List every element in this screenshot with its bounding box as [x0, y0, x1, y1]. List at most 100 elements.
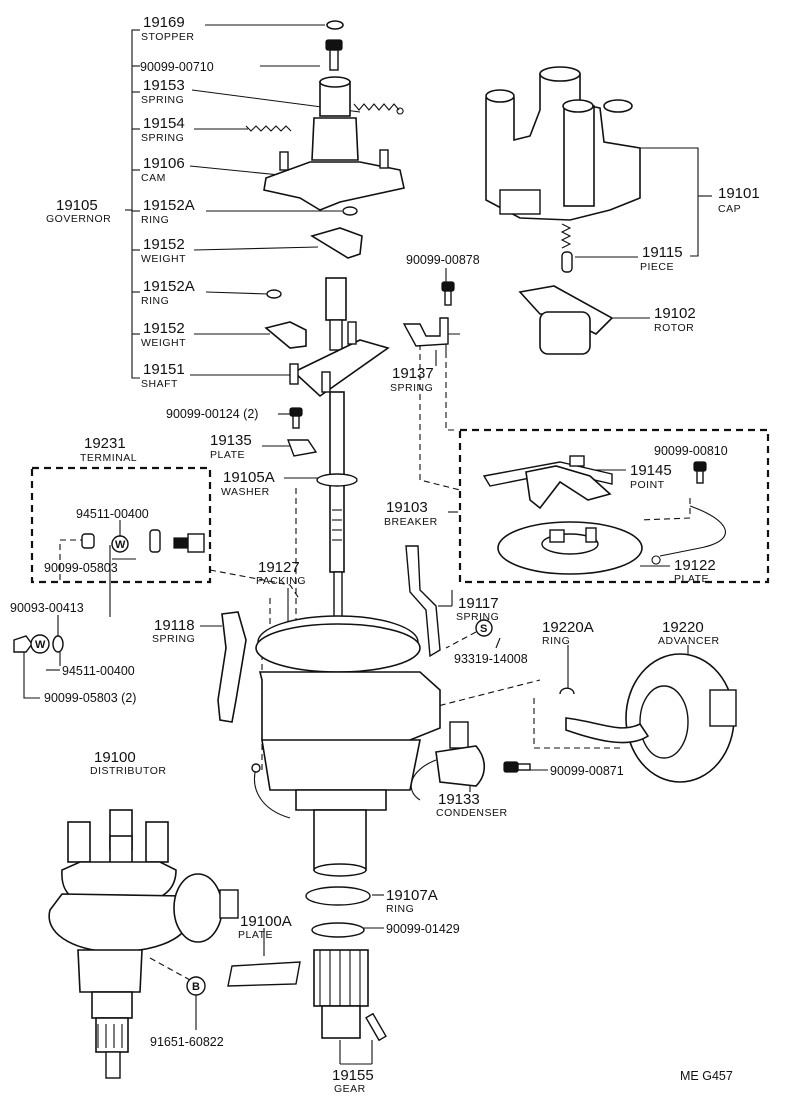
- spring-19153-part: [353, 103, 404, 115]
- label-00878-number: 90099-00878: [406, 253, 480, 267]
- gear-part: [313, 949, 387, 1042]
- label-19105-name: GOVERNOR: [46, 213, 111, 225]
- label-19153-name: SPRING: [141, 94, 184, 106]
- condenser-part: [410, 745, 486, 801]
- label-19154-name: SPRING: [141, 132, 184, 144]
- washer-00400-a-part: [111, 535, 129, 553]
- label-19105-number: 19105: [56, 197, 98, 214]
- label-05803-a-number: 90099-05803: [44, 561, 118, 575]
- label-19115-number: 19115: [642, 244, 683, 261]
- label-19118-number: 19118: [154, 617, 195, 634]
- screw-00124-part: [289, 407, 303, 429]
- label-19105a-number: 19105A: [223, 469, 275, 486]
- label-60822-number: 91651-60822: [150, 1035, 224, 1049]
- label-19152a-1-name: RING: [141, 214, 169, 226]
- washer-w-symbol-a: W: [115, 539, 126, 551]
- rotor-part: [518, 285, 614, 355]
- label-00124-number: 90099-00124 (2): [166, 407, 258, 421]
- label-19102-number: 19102: [654, 305, 696, 322]
- nut-05803-b-part: [13, 635, 33, 653]
- label-00710-number: 90099-00710: [140, 60, 214, 74]
- plate-19135-part: [286, 439, 318, 457]
- label-19117-number: 19117: [458, 595, 499, 612]
- shaft-part: [289, 277, 390, 633]
- label-19169-number: 19169: [143, 14, 185, 31]
- bolt-00413-part: [52, 635, 64, 653]
- label-19155-name: GEAR: [334, 1083, 366, 1095]
- label-19145-name: POINT: [630, 479, 665, 491]
- label-19100a-number: 19100A: [240, 913, 292, 930]
- label-19103-name: BREAKER: [384, 516, 438, 528]
- label-19118-name: SPRING: [152, 633, 195, 645]
- label-19137-name: SPRING: [390, 382, 433, 394]
- spring-19117-part: [405, 545, 441, 658]
- label-19220-number: 19220: [662, 619, 704, 636]
- label-19107a-number: 19107A: [386, 887, 438, 904]
- label-19133-number: 19133: [438, 791, 480, 808]
- label-19127-number: 19127: [258, 559, 300, 576]
- label-19231-name: TERMINAL: [80, 452, 137, 464]
- terminal-group-box: [30, 466, 212, 584]
- label-19103-number: 19103: [386, 499, 428, 516]
- label-19101-number: 19101: [718, 185, 760, 202]
- label-19100-name: DISTRIBUTOR: [90, 765, 166, 777]
- bolt-60822-part: [186, 976, 206, 996]
- label-14008-number: 93319-14008: [454, 652, 528, 666]
- screw-00710-part: [325, 39, 343, 71]
- screw-00871-part: [503, 761, 531, 773]
- label-00871-number: 90099-00871: [550, 764, 624, 778]
- housing-part: [251, 623, 469, 877]
- washer-00400-b-part: [30, 634, 50, 654]
- clip-s-symbol: S: [480, 623, 487, 635]
- label-19135-number: 19135: [210, 432, 252, 449]
- label-19152-1-name: WEIGHT: [141, 253, 186, 265]
- plate-19100a-part: [227, 961, 301, 987]
- label-05803-b-number: 90099-05803 (2): [44, 691, 136, 705]
- label-94511-b-number: 94511-00400: [62, 664, 135, 678]
- label-19122-number: 19122: [674, 557, 716, 574]
- spring-19137-part: [402, 317, 449, 347]
- weight-1-part: [310, 227, 363, 259]
- piece-part: [560, 223, 573, 273]
- ring-19220a-part: [559, 687, 575, 695]
- label-19117-name: SPRING: [456, 611, 499, 623]
- spring-19118-part: [217, 611, 247, 723]
- label-19100-number: 19100: [94, 749, 136, 766]
- label-19105a-name: WASHER: [221, 486, 270, 498]
- label-00810-number: 90099-00810: [654, 444, 728, 458]
- label-19100a-name: PLATE: [238, 929, 273, 941]
- label-19153-number: 19153: [143, 77, 185, 94]
- label-19220a-number: 19220A: [542, 619, 594, 636]
- label-19102-name: ROTOR: [654, 322, 694, 334]
- part-labels: 19169 STOPPER 90099-00710 19153 SPRING 1…: [10, 14, 760, 1095]
- ring-19152a-1-part: [342, 206, 358, 216]
- terminal-part: [81, 529, 205, 553]
- clip-14008-part: [475, 619, 493, 637]
- label-19145-number: 19145: [630, 462, 672, 479]
- label-19152a-2-number: 19152A: [143, 278, 195, 295]
- advancer-part: [565, 653, 737, 783]
- washer-part: [316, 473, 358, 487]
- bolt-b-symbol: B: [192, 981, 200, 993]
- stopper-part: [326, 20, 344, 30]
- washer-w-symbol-b: W: [35, 639, 46, 651]
- cap-part: [485, 66, 641, 221]
- label-19137-number: 19137: [392, 365, 434, 382]
- plate-19122-part: [497, 521, 643, 575]
- label-19152a-2-name: RING: [141, 295, 169, 307]
- label-19231-number: 19231: [84, 435, 126, 452]
- label-19220-name: ADVANCER: [658, 635, 720, 647]
- distributor-part: [48, 809, 239, 1079]
- label-19107a-name: RING: [386, 903, 414, 915]
- label-19154-number: 19154: [143, 115, 185, 132]
- label-01429-number: 90099-01429: [386, 922, 460, 936]
- label-00413-number: 90093-00413: [10, 601, 84, 615]
- breaker-group-box: [458, 428, 770, 584]
- label-19106-name: CAM: [141, 172, 166, 184]
- label-19155-number: 19155: [332, 1067, 374, 1084]
- label-19133-name: CONDENSER: [436, 807, 508, 819]
- label-94511-a-number: 94511-00400: [76, 507, 149, 521]
- label-19151-number: 19151: [143, 361, 185, 378]
- label-19115-name: PIECE: [640, 261, 674, 273]
